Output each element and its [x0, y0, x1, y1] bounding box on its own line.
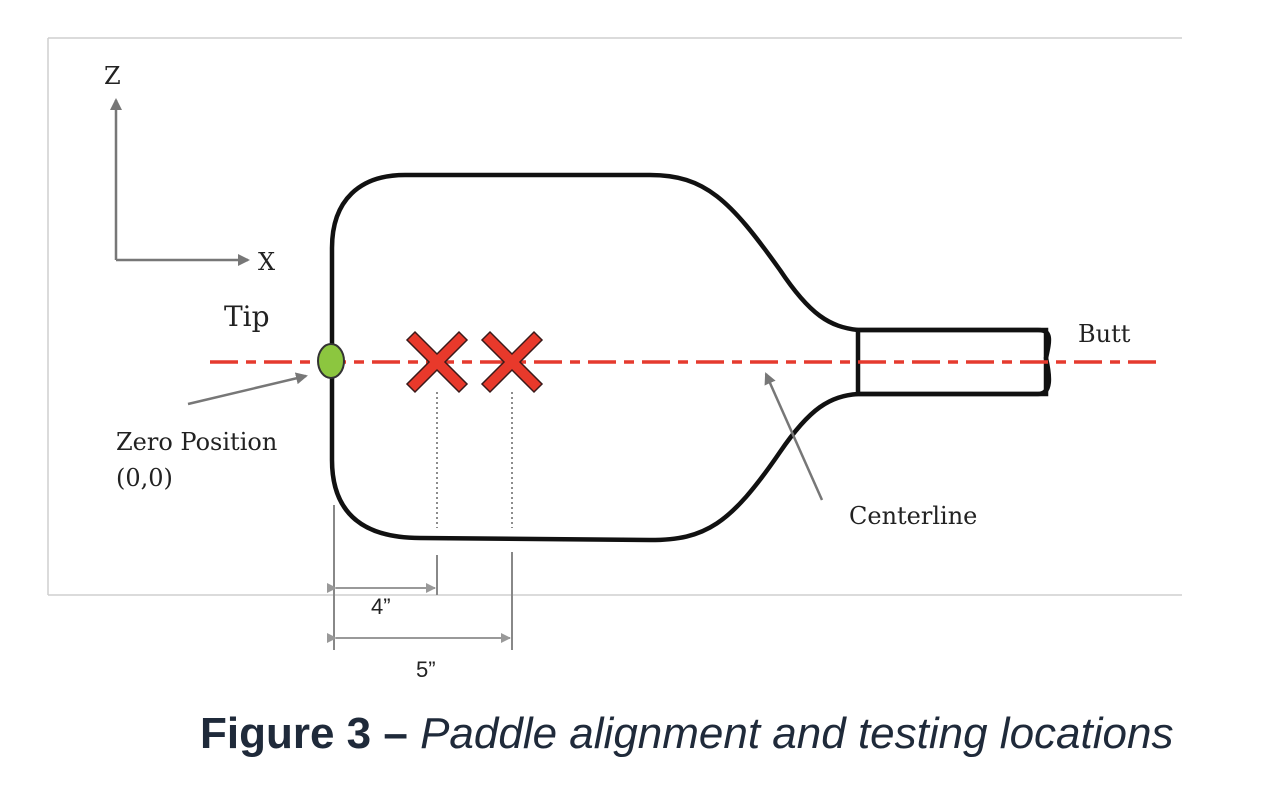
axis-indicator: Z X [104, 62, 275, 276]
x-axis-label: X [258, 248, 275, 276]
dim-label-5in: 5” [416, 657, 436, 682]
centerline-label: Centerline [849, 502, 977, 530]
z-axis-label: Z [104, 62, 121, 90]
dim-label-4in: 4” [371, 594, 391, 619]
zero-position-arrow [187, 372, 308, 406]
zero-position-marker [317, 343, 345, 379]
zero-position-label: Zero Position [116, 428, 277, 456]
figure-caption: Figure 3 – Paddle alignment and testing … [200, 712, 1200, 756]
figure-caption-text: Paddle alignment and testing locations [407, 709, 1174, 758]
tip-label: Tip [224, 300, 270, 333]
butt-label: Butt [1078, 320, 1131, 348]
test-mark-5in [480, 330, 544, 394]
figure-number: Figure 3 – [200, 709, 408, 758]
figure-frame [47, 37, 1182, 596]
zero-position-coords: (0,0) [116, 464, 173, 492]
test-mark-4in [405, 330, 469, 394]
centerline-arrow [764, 372, 824, 501]
